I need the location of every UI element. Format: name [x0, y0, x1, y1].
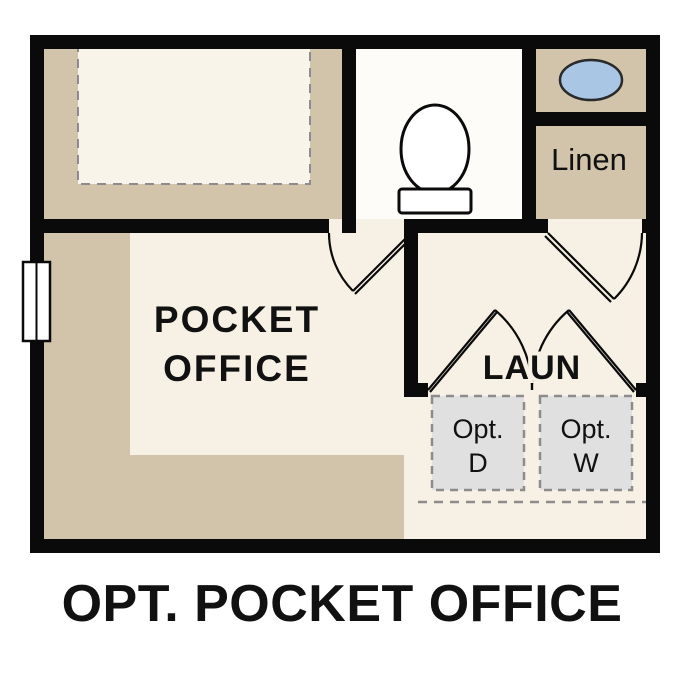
wall-office-right	[404, 219, 418, 397]
pocket-office-label-line1: POCKET	[154, 299, 320, 340]
linen-label: Linen	[551, 142, 627, 177]
optional-area-outline	[77, 43, 311, 185]
door-arc-bath	[327, 232, 354, 292]
sink-icon	[558, 58, 624, 102]
plan-caption: OPT. POCKET OFFICE	[62, 575, 623, 633]
wall-laundry-right-stub	[636, 383, 660, 397]
door-leaf-linen-edge	[544, 235, 612, 303]
wall-bath-right	[522, 35, 536, 233]
door-arc-laundry-right	[530, 309, 570, 391]
door-leaf-laundry-right	[568, 309, 637, 391]
door-leaf-bath	[352, 232, 412, 292]
door-leaf-bath-edge	[354, 235, 414, 295]
door-leaf-laundry-left	[427, 309, 496, 391]
wall-bath-left	[342, 35, 356, 233]
wall-mid-left	[30, 219, 329, 233]
hall-bottom-floor	[130, 455, 404, 539]
pocket-office-label-line2: OFFICE	[163, 348, 311, 389]
dryer-label-line2: D	[468, 448, 488, 478]
toilet-bowl-icon	[399, 103, 471, 195]
dryer-label-line1: Opt.	[452, 414, 503, 444]
door-leaf-laundry-right-edge	[566, 311, 635, 393]
wall-mid-right	[642, 219, 660, 233]
washer-box	[538, 394, 634, 492]
hall-left-floor	[44, 219, 130, 539]
door-arc-linen	[613, 232, 644, 300]
wall-sink-linen	[522, 112, 660, 126]
washer-label-line1: Opt.	[560, 414, 611, 444]
wall-right	[646, 35, 660, 553]
room-linen-floor	[536, 126, 646, 219]
wall-mid-center	[411, 219, 548, 233]
washer-label-line2: W	[573, 448, 599, 478]
toilet-tank-icon	[397, 187, 473, 215]
door-leaf-laundry-left-edge	[429, 311, 498, 393]
dryer-box	[430, 394, 526, 492]
door-leaf-linen	[547, 232, 615, 300]
wall-bottom	[30, 539, 660, 553]
wall-laundry-left-stub	[404, 383, 428, 397]
laundry-label: LAUN	[483, 349, 581, 387]
